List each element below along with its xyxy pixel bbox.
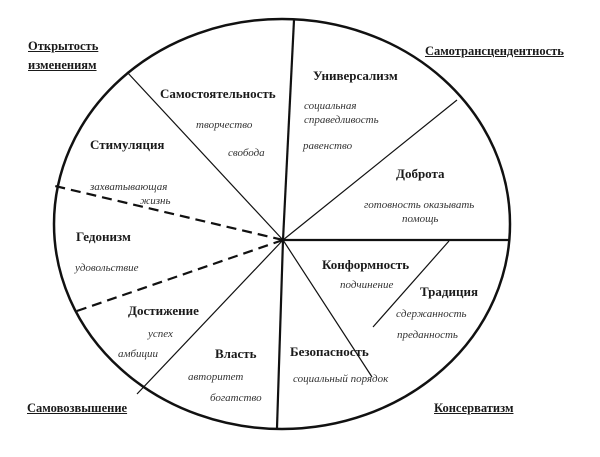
quadrant-openness: Открытость изменениям [28,37,98,75]
quadrant-openness-line2: изменениям [28,58,97,72]
sector-stimulation-item: жизнь [140,195,171,207]
divider-security-conformity [282,239,373,378]
sector-benevolence-item: помощь [402,213,439,225]
quadrant-conservation: Консерватизм [434,401,514,415]
sector-universalism-item: равенство [303,140,353,152]
sector-power-item: авторитет [188,371,244,383]
sector-security-item: социальный порядок [293,373,389,385]
sector-achievement-item: амбиции [118,348,159,360]
divider-bottom [275,239,285,429]
sector-stimulation-title: Стимуляция [90,137,165,152]
sector-universalism-item: справедливость [304,114,379,126]
sector-power-title: Власть [215,346,257,361]
sector-self-direction-item: творчество [196,119,253,131]
sector-tradition-title: Традиция [420,284,478,299]
sector-achievement-item: успех [148,328,173,340]
quadrant-self-transcendence: Самотрансцендентность [425,44,564,58]
sector-stimulation-item: захватывающая [90,181,168,193]
sector-benevolence-title: Доброта [396,166,445,181]
sector-power-item: богатство [210,392,262,404]
sector-achievement-title: Достижение [128,303,199,318]
sector-tradition-item: преданность [397,329,458,341]
divider-achievement-power [136,239,284,395]
sector-universalism-title: Универсализм [313,68,398,83]
sector-hedonism-item: удовольствие [75,262,139,274]
divider-universalism-benevolence [282,99,458,241]
sector-conformity-item: подчинение [340,279,394,291]
divider-dashed-upper [54,184,284,242]
sector-self-direction-title: Самостоятельность [160,86,276,101]
sector-universalism-item: социальная [304,100,357,112]
sector-benevolence-item: готовность оказывать [364,199,475,211]
divider-dashed-lower [73,238,284,314]
divider-self-direction-stimulation [126,71,284,241]
quadrant-self-enhancement: Самовозвышение [27,401,128,415]
sector-conformity-title: Конформность [322,257,410,272]
sector-hedonism-title: Гедонизм [76,229,131,244]
quadrant-openness-line1: Открытость [28,39,99,53]
divider-conformity-tradition [372,240,450,328]
divider-top [281,19,296,241]
sector-tradition-item: сдержанность [396,308,467,320]
sector-security-title: Безопасность [290,344,369,359]
outer-ellipse [52,17,512,431]
sector-self-direction-item: свобода [228,147,265,159]
